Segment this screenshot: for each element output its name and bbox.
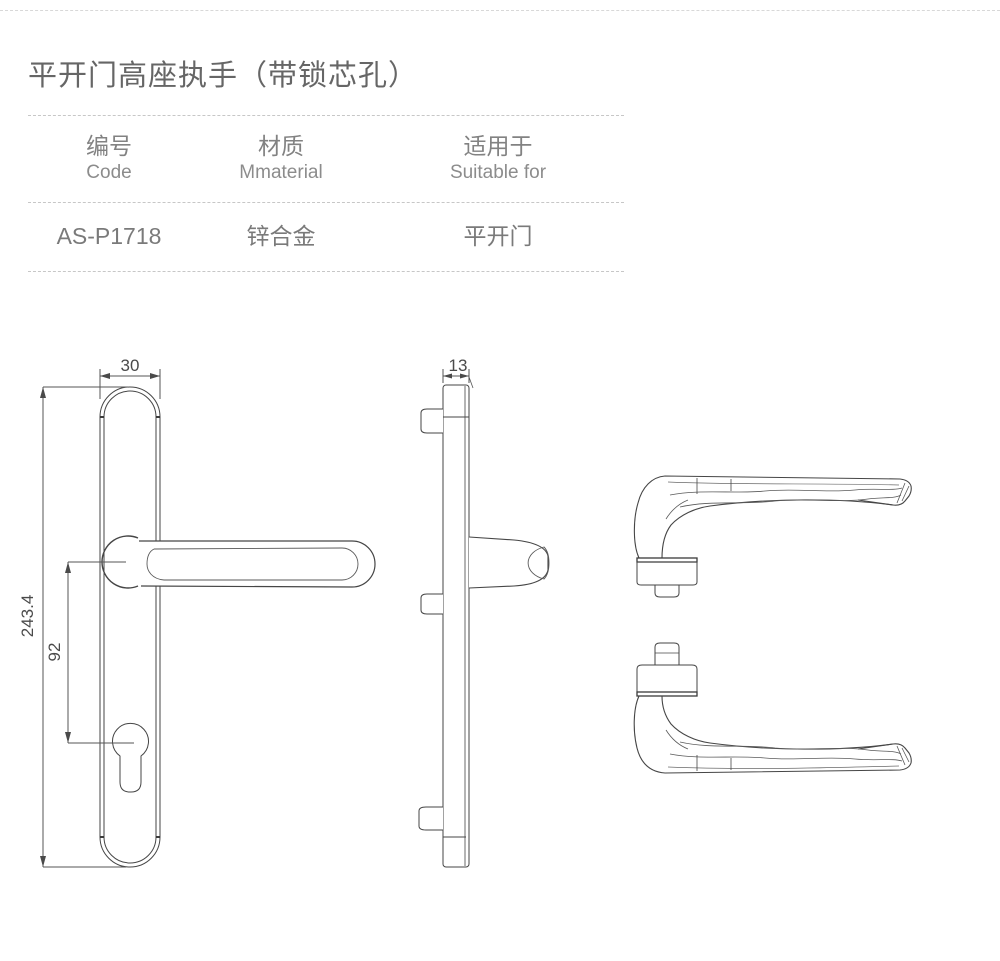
table-data-row: AS-P1718 锌合金 平开门 [28,221,624,251]
table-divider-bottom [28,271,624,272]
lower-lever-topside [661,695,894,750]
lever-inner-line [146,547,359,581]
upper-neck-inner-line [665,499,689,520]
upper-lever [633,475,912,598]
lower-end-hatch [896,745,910,766]
header-material-en: Mmaterial [239,162,323,183]
lower-grip-wave-2 [679,741,902,755]
lever-pair-view [633,475,912,774]
table-header-row: 编号 Code 材质 Mmaterial 适用于 Suitable for [28,131,624,185]
top-divider [0,10,1000,11]
header-suitable-zh: 适用于 [463,133,533,159]
lower-lever [633,642,912,774]
side-plate-outline [442,384,470,868]
side-view-dimensions: 13 [442,356,474,389]
upper-base-cylinder [636,561,698,586]
cylinder-keyhole [112,722,149,793]
upper-grip-wave-2 [679,494,902,508]
upper-grip-wave-1 [669,487,903,496]
header-suitable-en: Suitable for [449,162,547,183]
cell-material: 锌合金 [246,223,316,249]
side-grip-end-face [527,546,550,580]
header-code-en: Code [86,162,132,183]
header-material: 材质 Mmaterial [190,131,372,185]
dim-plate-height: 243.4 [18,595,37,638]
side-grip-outline [468,536,549,589]
dim-plate-depth: 13 [449,356,468,375]
lower-collar [636,691,698,697]
lower-grip-bottom-face [667,765,900,769]
header-code-zh: 编号 [86,133,132,159]
upper-lever-underside [661,499,894,559]
lower-spindle-stub [654,642,680,665]
upper-lever-outline [633,475,912,559]
dim-plate-width: 30 [121,356,140,375]
lower-neck-inner-line [665,729,689,750]
table-divider-top [28,115,624,116]
backplate-tangent-ticks [100,416,160,838]
front-view-dimensions: 30 243.4 92 [18,356,161,868]
lower-base-cylinder [636,664,698,692]
upper-spindle-stub [654,585,680,598]
fixing-tab-2 [420,593,443,615]
side-view [418,384,550,868]
lever-outline [139,540,376,588]
fixing-tab-3 [418,806,443,831]
header-code: 编号 Code [28,131,190,185]
cell-suitable: 平开门 [463,223,533,249]
backplate-outline [99,386,161,868]
header-suitable: 适用于 Suitable for [372,131,624,185]
table-divider-middle [28,202,624,203]
header-material-zh: 材质 [258,133,304,159]
lower-grip-wave-1 [669,753,903,762]
upper-grip-top-face [667,481,900,486]
lower-lever-outline [633,695,912,774]
dim-cylinder-offset: 92 [45,643,64,662]
upper-collar [636,557,698,563]
fixing-tab-1 [420,408,443,434]
front-view [99,386,376,868]
cell-code: AS-P1718 [56,223,162,249]
upper-end-hatch [896,482,910,504]
page-title: 平开门高座执手（带锁芯孔） [28,60,419,92]
